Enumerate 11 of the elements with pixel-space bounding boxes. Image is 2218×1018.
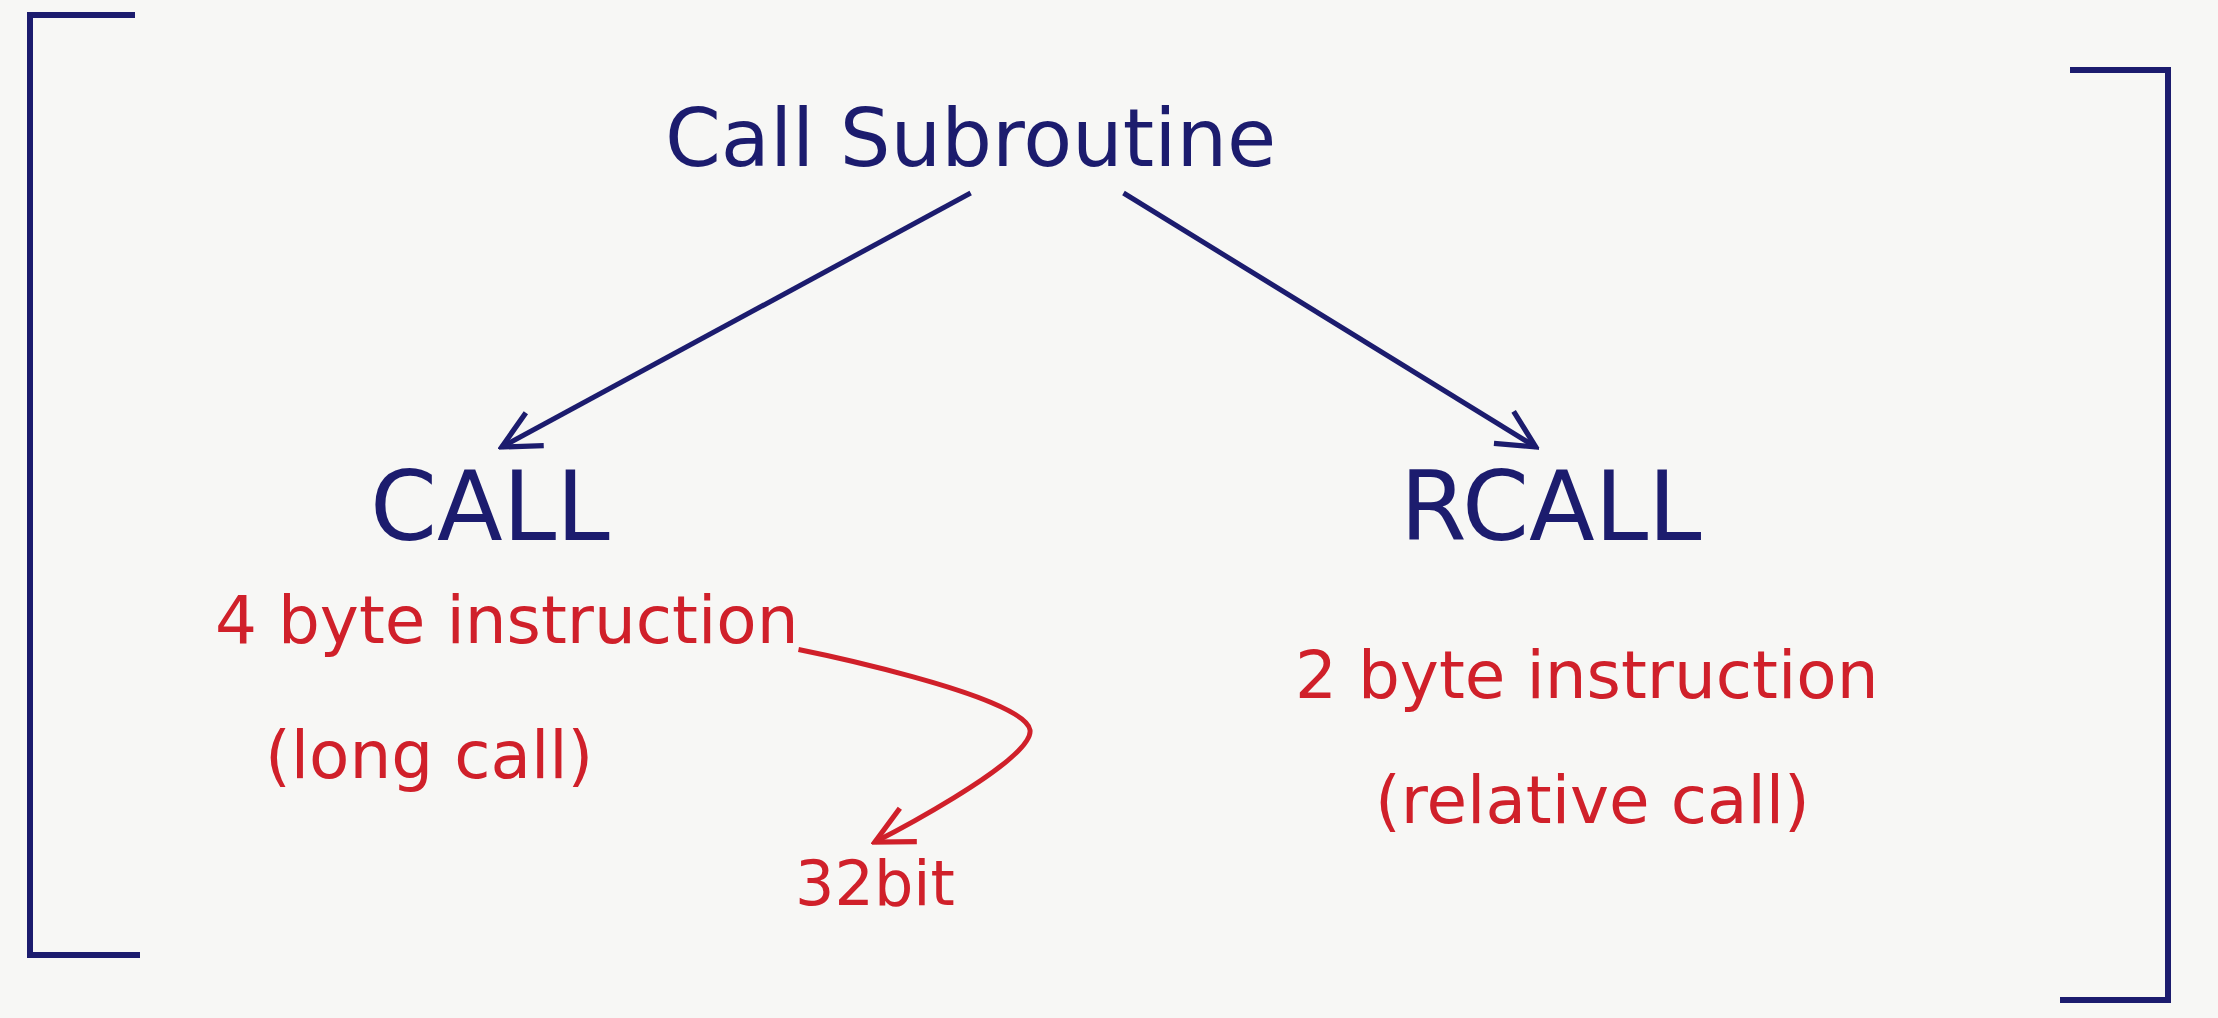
node-text: 4 byte instruction <box>215 585 799 658</box>
annotation-text: (long call) <box>265 720 594 793</box>
annotation-text: (relative call) <box>1375 765 1810 838</box>
node-text: Call Subroutine <box>665 95 1277 183</box>
node-text: RCALL <box>1400 455 1702 561</box>
arrow <box>798 647 1033 845</box>
arrow <box>1122 190 1539 450</box>
annotation-text: 2 byte instruction <box>1295 640 1879 713</box>
node-text: CALL <box>370 455 610 561</box>
node-text: 32bit <box>795 850 955 919</box>
arrow <box>499 190 972 450</box>
